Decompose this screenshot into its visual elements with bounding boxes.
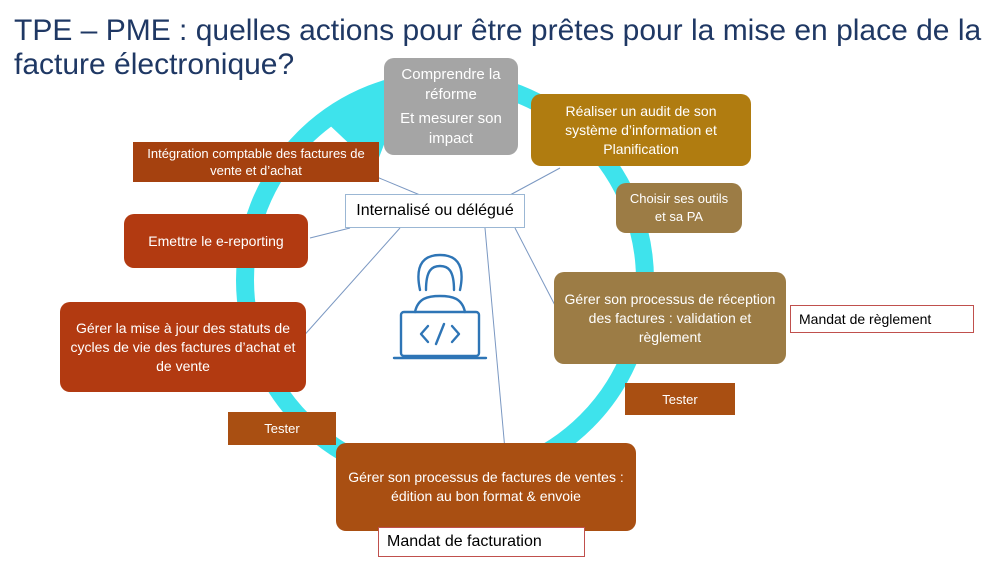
node-integration-comptable: Intégration comptable des factures de ve… — [133, 142, 379, 182]
node-factures-ventes: Gérer son processus de factures de vente… — [336, 443, 636, 531]
node-tester-left: Tester — [228, 412, 336, 445]
center-label-internalise: Internalisé ou délégué — [345, 194, 525, 228]
node-comprendre-reforme: Comprendre la réforme Et mesurer son imp… — [384, 58, 518, 155]
node-reception-factures: Gérer son processus de réception des fac… — [554, 272, 786, 364]
node-tester-right: Tester — [625, 383, 735, 415]
mandat-facturation-label: Mandat de facturation — [378, 527, 585, 557]
node-statuts-cycles-vie: Gérer la mise à jour des statuts de cycl… — [60, 302, 306, 392]
connector-lines — [299, 167, 561, 451]
node-choisir-outils: Choisir ses outils et sa PA — [616, 183, 742, 233]
mandat-reglement-label: Mandat de règlement — [790, 305, 974, 333]
node-comprendre-line1: Comprendre la réforme — [401, 65, 501, 103]
node-comprendre-line2: Et mesurer son impact — [400, 109, 502, 147]
page-title: TPE – PME : quelles actions pour être pr… — [14, 14, 982, 81]
node-e-reporting: Emettre le e-reporting — [124, 214, 308, 268]
developer-laptop-icon — [392, 253, 488, 360]
node-audit-planification: Réaliser un audit de son système d’infor… — [531, 94, 751, 166]
